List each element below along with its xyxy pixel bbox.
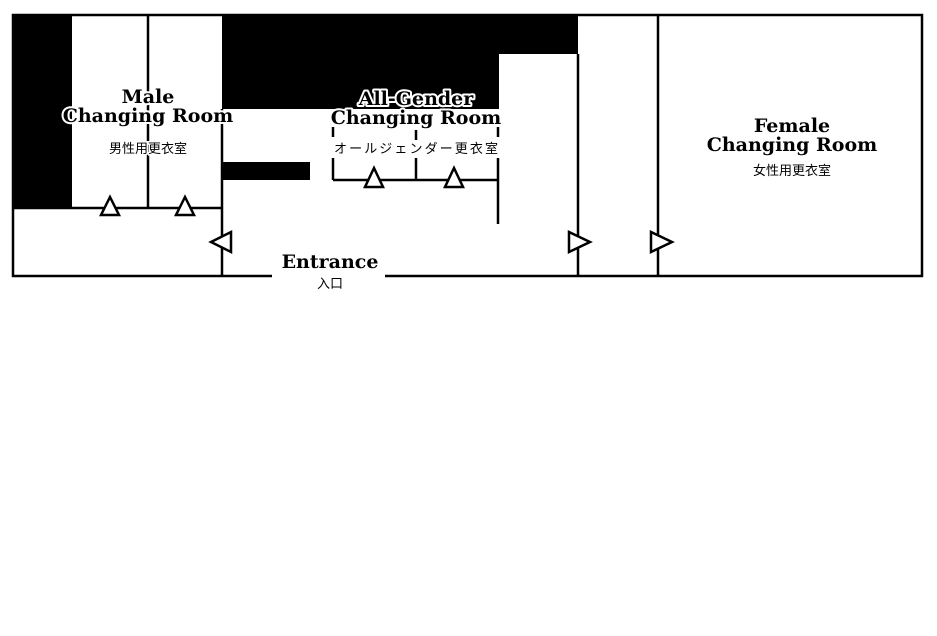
blocked-bar <box>222 162 310 180</box>
door-up-icon <box>363 165 385 189</box>
entrance-label: Entrance 入口 <box>280 249 381 294</box>
male-room-label: Male Changing Room 男性用更衣室 <box>61 84 236 159</box>
female-label-line2: Changing Room <box>707 134 878 156</box>
entrance-label-en: Entrance <box>282 251 379 273</box>
door-up-icon <box>173 194 197 217</box>
female-label-line1: Female <box>754 115 830 137</box>
male-label-line1: Male <box>122 86 175 108</box>
blocked-area-left <box>13 15 72 208</box>
entrance-label-ja: 入口 <box>317 277 343 292</box>
female-label-ja: 女性用更衣室 <box>753 163 831 179</box>
door-left-icon <box>208 229 233 255</box>
door-right-icon <box>567 230 593 254</box>
ag-label-line1: All-Gender <box>358 88 475 110</box>
doors <box>98 165 675 255</box>
door-up-icon <box>98 194 122 217</box>
door-up-icon <box>443 165 465 189</box>
male-label-ja: 男性用更衣室 <box>109 141 187 157</box>
male-label-line2: Changing Room <box>63 105 234 127</box>
female-room-label: Female Changing Room 女性用更衣室 <box>705 113 880 181</box>
door-right-icon <box>649 230 675 254</box>
ag-label-line2: Changing Room <box>331 107 502 129</box>
blocked-area-top <box>222 15 578 109</box>
ag-label-ja: オールジェンダー更衣室 <box>334 141 498 157</box>
outer-wall <box>11 13 924 278</box>
all-gender-room-label: All-Gender Changing Room オールジェンダー更衣室 <box>329 86 504 159</box>
blocked-areas <box>13 15 578 208</box>
